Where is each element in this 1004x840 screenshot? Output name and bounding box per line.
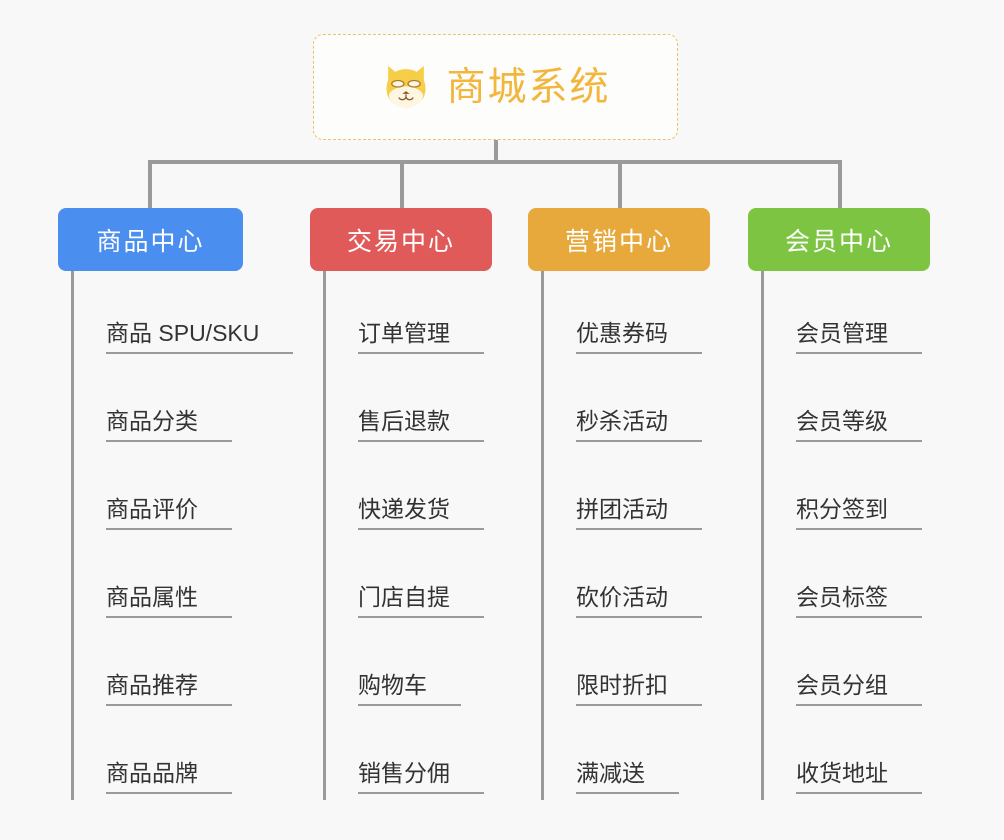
- leaf-label: 秒杀活动: [576, 408, 702, 442]
- list-item[interactable]: 会员标签: [764, 536, 930, 624]
- list-item[interactable]: 砍价活动: [544, 536, 710, 624]
- leaf-label: 会员等级: [796, 408, 922, 442]
- list-item[interactable]: 订单管理: [326, 272, 492, 360]
- leaf-label: 优惠券码: [576, 320, 702, 354]
- branch-header-label: 营销中心: [564, 227, 673, 256]
- connector-drop-1: [148, 160, 152, 209]
- branch-leaves-product: 商品 SPU/SKU 商品分类 商品评价 商品属性 商品推荐 商品品牌: [71, 271, 294, 800]
- list-item[interactable]: 会员等级: [764, 360, 930, 448]
- list-item[interactable]: 门店自提: [326, 536, 492, 624]
- branch-leaves-marketing: 优惠券码 秒杀活动 拼团活动 砍价活动 限时折扣 满减送: [541, 271, 710, 800]
- leaf-label: 购物车: [358, 672, 461, 706]
- list-item[interactable]: 秒杀活动: [544, 360, 710, 448]
- list-item[interactable]: 商品推荐: [74, 624, 243, 712]
- branch-header-member[interactable]: 会员中心: [748, 208, 930, 271]
- leaf-label: 销售分佣: [358, 760, 484, 794]
- leaf-label: 快递发货: [358, 496, 484, 530]
- root-title: 商城系统: [446, 65, 611, 109]
- connector-drop-4: [838, 160, 842, 209]
- branch-header-marketing[interactable]: 营销中心: [528, 208, 710, 271]
- list-item[interactable]: 商品 SPU/SKU: [74, 272, 294, 360]
- leaf-label: 商品属性: [106, 584, 232, 618]
- branch-header-trade[interactable]: 交易中心: [310, 208, 492, 271]
- branch-column-member: 会员中心 会员管理 会员等级 积分签到 会员标签 会员分组 收货地址: [748, 208, 930, 800]
- leaf-label: 订单管理: [358, 320, 484, 354]
- shiba-dog-face-icon: [386, 65, 426, 108]
- leaf-label: 门店自提: [358, 584, 484, 618]
- branch-header-label: 商品中心: [96, 227, 205, 256]
- list-item[interactable]: 购物车: [326, 624, 492, 712]
- leaf-label: 商品评价: [106, 496, 232, 530]
- leaf-label: 商品品牌: [106, 760, 232, 794]
- leaf-label: 限时折扣: [576, 672, 702, 706]
- leaf-label: 积分签到: [796, 496, 922, 530]
- list-item[interactable]: 优惠券码: [544, 272, 710, 360]
- list-item[interactable]: 商品分类: [74, 360, 243, 448]
- list-item[interactable]: 限时折扣: [544, 624, 710, 712]
- leaf-label: 商品推荐: [106, 672, 232, 706]
- connector-root-stem: [494, 140, 498, 163]
- list-item[interactable]: 商品品牌: [74, 712, 243, 800]
- list-item[interactable]: 售后退款: [326, 360, 492, 448]
- list-item[interactable]: 积分签到: [764, 448, 930, 536]
- leaf-label: 拼团活动: [576, 496, 702, 530]
- list-item[interactable]: 满减送: [544, 712, 710, 800]
- leaf-label: 商品分类: [106, 408, 232, 442]
- branch-leaves-member: 会员管理 会员等级 积分签到 会员标签 会员分组 收货地址: [761, 271, 930, 800]
- branch-leaves-trade: 订单管理 售后退款 快递发货 门店自提 购物车 销售分佣: [323, 271, 492, 800]
- leaf-label: 砍价活动: [576, 584, 702, 618]
- list-item[interactable]: 商品评价: [74, 448, 243, 536]
- branch-header-label: 交易中心: [346, 227, 455, 256]
- leaf-label: 售后退款: [358, 408, 484, 442]
- leaf-label: 会员标签: [796, 584, 922, 618]
- list-item[interactable]: 商品属性: [74, 536, 243, 624]
- branch-column-trade: 交易中心 订单管理 售后退款 快递发货 门店自提 购物车 销售分佣: [310, 208, 492, 800]
- connector-horizontal-bar: [148, 160, 842, 164]
- branch-column-product: 商品中心 商品 SPU/SKU 商品分类 商品评价 商品属性 商品推荐 商品品牌: [58, 208, 294, 800]
- list-item[interactable]: 拼团活动: [544, 448, 710, 536]
- leaf-label: 收货地址: [796, 760, 922, 794]
- branch-column-marketing: 营销中心 优惠券码 秒杀活动 拼团活动 砍价活动 限时折扣 满减送: [528, 208, 710, 800]
- leaf-label: 商品 SPU/SKU: [106, 320, 294, 354]
- list-item[interactable]: 销售分佣: [326, 712, 492, 800]
- list-item[interactable]: 快递发货: [326, 448, 492, 536]
- leaf-label: 会员分组: [796, 672, 922, 706]
- connector-drop-2: [400, 160, 404, 209]
- list-item[interactable]: 收货地址: [764, 712, 930, 800]
- leaf-label: 会员管理: [796, 320, 922, 354]
- leaf-label: 满减送: [576, 760, 679, 794]
- root-node[interactable]: 商城系统: [313, 34, 678, 140]
- branch-header-label: 会员中心: [784, 227, 893, 256]
- list-item[interactable]: 会员分组: [764, 624, 930, 712]
- connector-drop-3: [618, 160, 622, 209]
- list-item[interactable]: 会员管理: [764, 272, 930, 360]
- branch-header-product[interactable]: 商品中心: [58, 208, 243, 271]
